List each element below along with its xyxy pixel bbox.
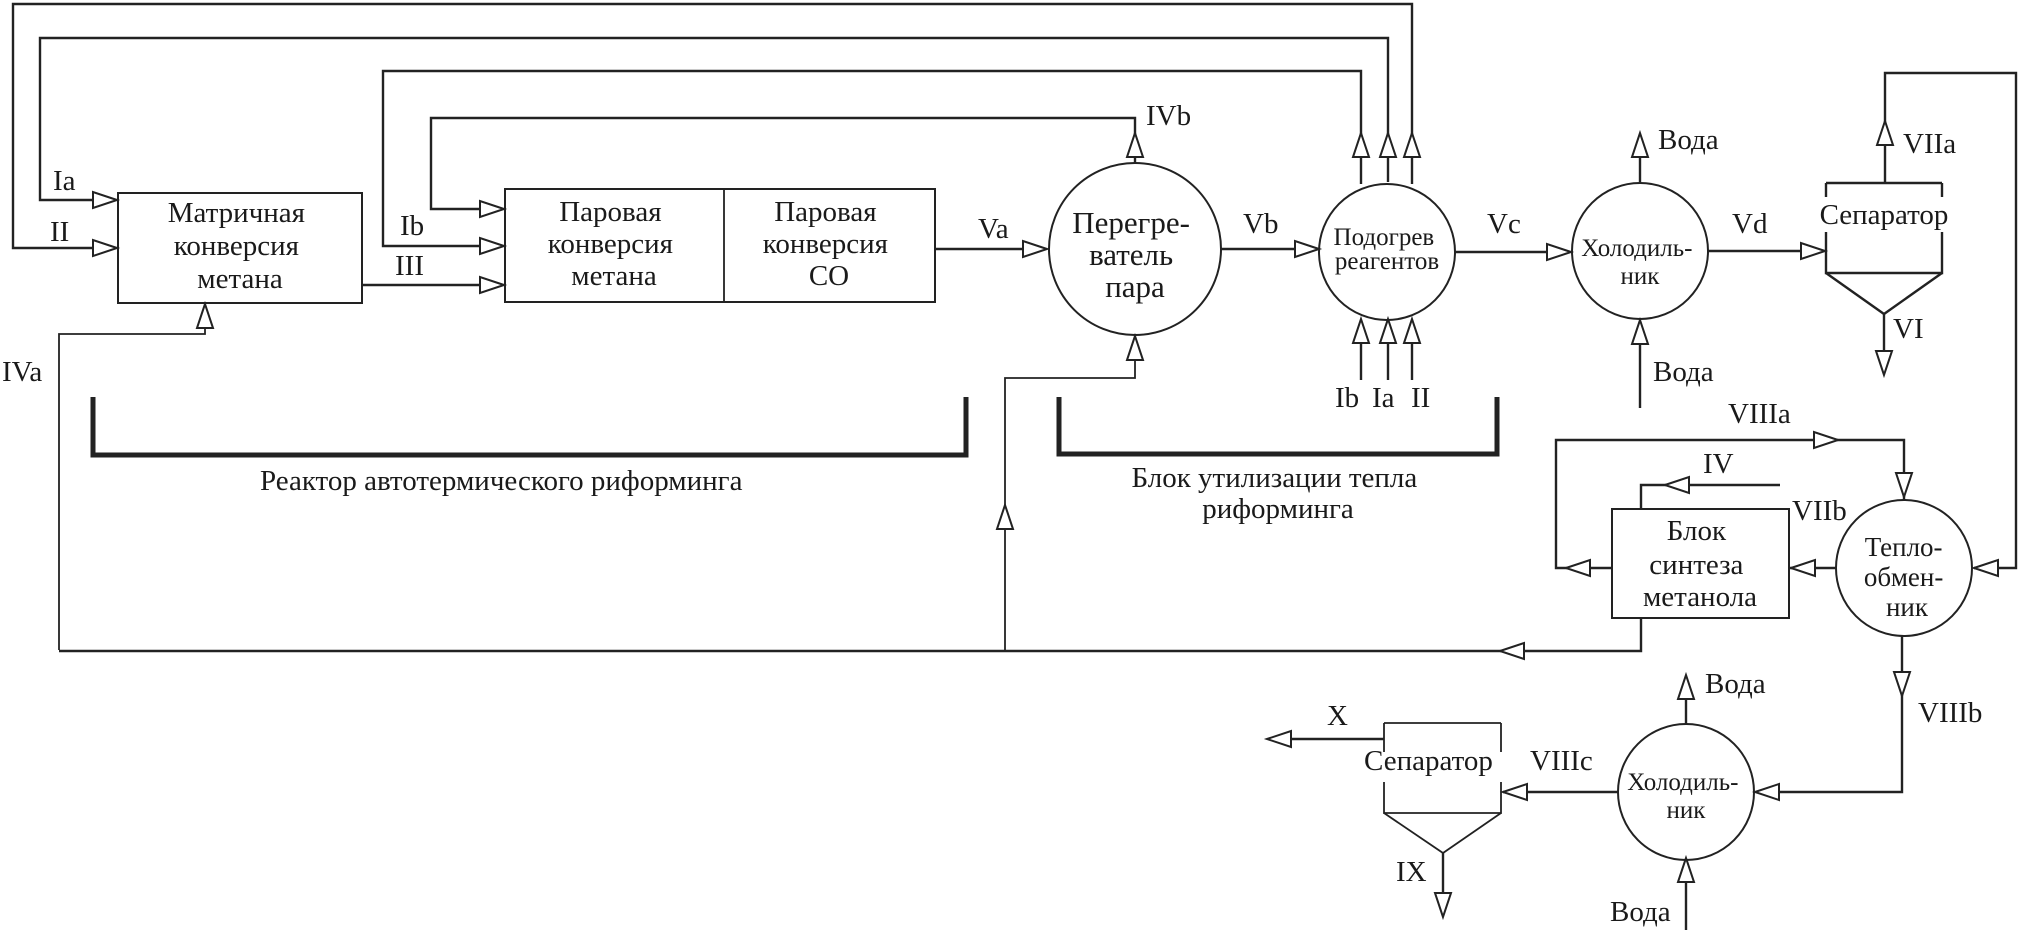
arrow-VIIIb-icon (1892, 671, 1912, 700)
stream-label-III: III (395, 250, 424, 282)
methanol-synthesis-block (1611, 508, 1790, 619)
arrow-VIIIa-return-icon (1562, 558, 1591, 578)
stream-label-VIIa: VIIa (1903, 128, 1956, 160)
stream-label-IV: IV (1703, 448, 1734, 480)
stream-II-top-line (11, 2, 1414, 250)
arrow-II-out-icon (1402, 129, 1422, 158)
water-out-label-2: Вода (1705, 668, 1766, 700)
arrow-superheater-in-icon (1125, 332, 1145, 361)
return-line-bottom (59, 618, 1643, 653)
stream-label-IX: IX (1396, 856, 1427, 888)
stream-label-Va: Va (978, 213, 1009, 245)
arrow-Ia-icon (92, 190, 121, 210)
stream-label-VIIb: VIIb (1792, 495, 1847, 527)
arrow-Vb-icon (1294, 239, 1323, 259)
arrow-IVa-icon (195, 300, 215, 329)
arrow-riser-icon (995, 501, 1015, 530)
reagent-preheater-label: Подогрев реагентов (1334, 224, 1441, 275)
separator-1-body (1824, 232, 1944, 275)
stream-label-II: II (50, 216, 69, 248)
arrow-IX-icon (1433, 892, 1453, 921)
stream-label-Ia-bottom: Ia (1372, 382, 1395, 414)
stream-label-IVb: IVb (1146, 100, 1191, 132)
arrow-water-in-2-icon (1676, 854, 1696, 883)
arrow-return-bottom-icon (1496, 641, 1525, 661)
stream-label-Vb: Vb (1243, 208, 1278, 240)
stream-label-Vd: Vd (1732, 208, 1768, 240)
separator-1-cone (1825, 272, 1943, 316)
superheater-feed-line (1004, 335, 1136, 651)
stream-label-II-bottom: II (1411, 382, 1430, 414)
stream-label-Vc: Vc (1487, 208, 1521, 240)
stream-label-Ib: Ib (400, 210, 424, 242)
arrow-III-icon (479, 275, 508, 295)
arrow-II-in-icon (1402, 315, 1422, 344)
stream-label-VI: VI (1893, 313, 1924, 345)
stream-label-IVa: IVa (2, 356, 42, 388)
arrow-Vc-icon (1546, 242, 1575, 262)
arrow-water-out-1-icon (1630, 129, 1650, 158)
stream-Ib-top-line (381, 69, 1363, 248)
arrow-Ib-icon (479, 236, 508, 256)
arrow-VIIa-into-exchanger-icon (1970, 558, 1999, 578)
water-out-label-1: Вода (1658, 124, 1719, 156)
separator-2-label: Сепаратор (1364, 745, 1493, 777)
arrow-Ia-in-icon (1378, 315, 1398, 344)
stream-label-X: X (1327, 700, 1348, 732)
arrow-VIIIc-icon (1499, 782, 1528, 802)
stream-IV-line (1639, 483, 1780, 509)
stream-label-Ib-bottom: Ib (1335, 382, 1359, 414)
arrow-VIIa-icon (1875, 117, 1895, 146)
stream-IVa-line (58, 306, 206, 650)
arrow-Ib-out-icon (1351, 129, 1371, 158)
flow-arrows (92, 117, 1999, 921)
stream-VIIa-line (1883, 71, 2018, 570)
cooler-1-label: Холодиль- ник (1581, 235, 1698, 290)
matrix-conversion-label: Матричная конверсия метана (168, 197, 313, 295)
matrix-conversion-block (117, 192, 363, 304)
heat-recovery-bracket (1056, 397, 1500, 457)
heat-exchanger-label: Тепло- обмен- ник (1864, 532, 1950, 622)
arrow-Va-icon (1022, 239, 1051, 259)
cooler-2-label: Холодиль- ник (1627, 769, 1744, 824)
steam-conversion-co-label: Паровая конверсия CO (763, 196, 896, 292)
arrow-IVb-out-icon (1125, 129, 1145, 158)
arrow-X-icon (1263, 729, 1292, 749)
arrow-VIIb-icon (1787, 558, 1816, 578)
steam-superheater-label: Перегре- ватель пара (1072, 205, 1197, 304)
arrow-Vd-icon (1800, 241, 1829, 261)
stream-Ia-top-line (38, 36, 1390, 202)
stream-label-VIIIc: VIIIc (1530, 745, 1593, 777)
steam-conversion-methane-label: Паровая конверсия метана (548, 196, 681, 292)
stream-IVb-line (429, 116, 1137, 211)
reactor-bracket (90, 397, 969, 458)
arrow-VIIIa-down-icon (1894, 472, 1914, 501)
stream-VIIIb-line (1756, 634, 1904, 794)
arrow-water-in-1-icon (1630, 316, 1650, 345)
arrow-Ia-out-icon (1378, 129, 1398, 158)
stream-label-Ia: Ia (53, 165, 76, 197)
arrow-Ib-in-icon (1351, 315, 1371, 344)
water-in-label-2: Вода (1610, 896, 1671, 928)
arrow-II-icon (92, 238, 121, 258)
stream-label-VIIIb: VIIIb (1918, 697, 1982, 729)
methanol-synthesis-label: Блок синтеза метанола (1643, 515, 1757, 613)
water-in-label-1: Вода (1653, 356, 1714, 388)
separator-2-body (1383, 782, 1502, 814)
arrow-IVb-recycle-icon (479, 199, 508, 219)
reactor-group-label: Реактор автотермического риформинга (260, 465, 743, 497)
arrow-water-out-2-icon (1676, 671, 1696, 700)
separator-1-label: Сепаратор (1820, 199, 1949, 231)
heat-recovery-group-label: Блок утилизации тепла риформинга (1131, 462, 1424, 525)
steam-conversion-block (504, 188, 936, 303)
stream-label-VIIIa: VIIIa (1728, 398, 1791, 430)
arrow-VIIIb-into-cooler-icon (1751, 782, 1780, 802)
separator-2-cone (1383, 812, 1502, 855)
arrow-VIIIa-icon (1813, 430, 1842, 450)
arrow-IV-icon (1661, 475, 1690, 495)
arrow-VI-icon (1874, 350, 1894, 379)
